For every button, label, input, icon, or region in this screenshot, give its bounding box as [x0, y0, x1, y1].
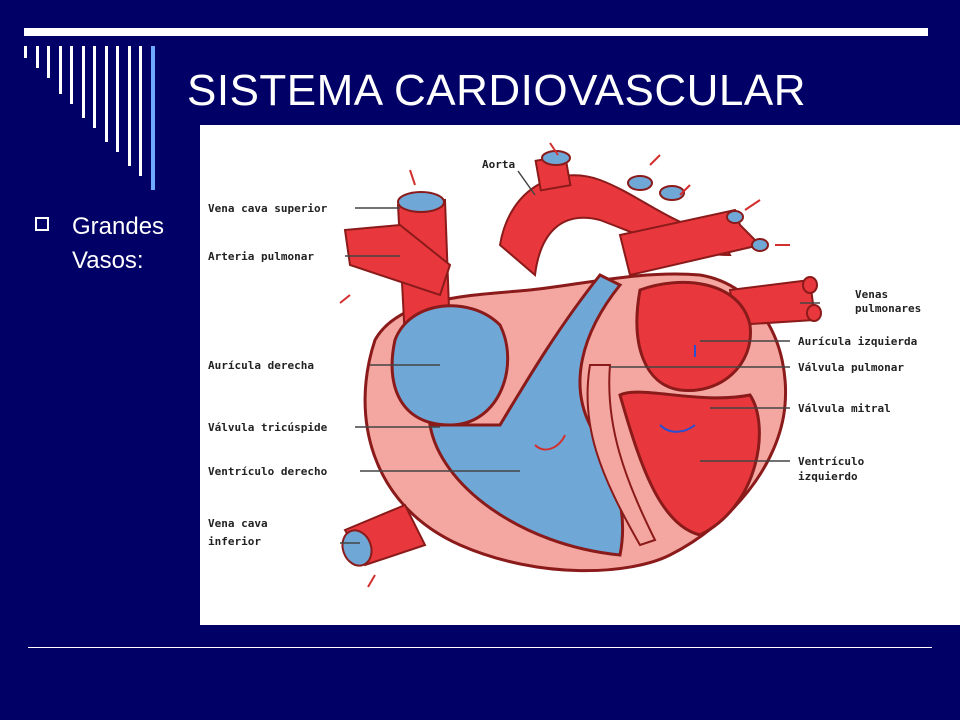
- septum: [586, 364, 657, 547]
- heart-diagram: Aorta Vena cava superior Arteria pulmona…: [200, 125, 960, 625]
- label-valvula-pulmonar: Válvula pulmonar: [798, 361, 904, 374]
- svc-opening: [397, 191, 445, 213]
- label-venas-pulmonares-1: Venas: [855, 288, 888, 301]
- label-arteria-pulmonar: Arteria pulmonar: [208, 250, 314, 263]
- label-auricula-derecha: Aurícula derecha: [208, 359, 314, 372]
- label-vena-cava-inferior-1: Vena cava: [208, 517, 268, 530]
- pulmonary-artery-right: [618, 208, 762, 277]
- label-vena-cava-inferior-2: inferior: [208, 535, 261, 548]
- left-atrium: [635, 280, 752, 393]
- top-rule: [24, 28, 928, 36]
- label-valvula-tricuspide: Válvula tricúspide: [208, 421, 328, 434]
- square-bullet-icon: [35, 217, 49, 231]
- label-ventriculo-izquierdo-1: Ventrículo: [798, 455, 865, 468]
- label-aorta: Aorta: [482, 158, 515, 171]
- label-auricula-izquierda: Aurícula izquierda: [798, 335, 917, 348]
- label-venas-pulmonares-2: pulmonares: [855, 302, 921, 315]
- pulmonary-artery-left: [343, 223, 452, 297]
- bottom-rule: [28, 647, 932, 648]
- ivc-opening: [341, 529, 373, 567]
- flow-arrows-blue: [659, 345, 696, 433]
- heart-diagram-svg: Aorta Vena cava superior Arteria pulmona…: [208, 142, 921, 588]
- label-valvula-mitral: Válvula mitral: [798, 402, 891, 415]
- label-vena-cava-superior: Vena cava superior: [208, 202, 328, 215]
- slide-title: SISTEMA CARDIOVASCULAR: [187, 66, 806, 115]
- bullet-line-2: Vasos:: [72, 247, 144, 274]
- decorative-bars: [24, 46, 155, 190]
- leader-lines: [340, 170, 820, 544]
- label-ventriculo-izquierdo-2: izquierdo: [798, 470, 858, 483]
- flow-arrows: [339, 142, 790, 588]
- left-ventricle: [618, 390, 761, 537]
- right-atrium: [390, 304, 510, 427]
- bullet-line-1: Grandes: [72, 213, 165, 240]
- label-ventriculo-derecho: Ventrículo derecho: [208, 465, 328, 478]
- bullet-text: Grandes Vasos:: [72, 210, 164, 278]
